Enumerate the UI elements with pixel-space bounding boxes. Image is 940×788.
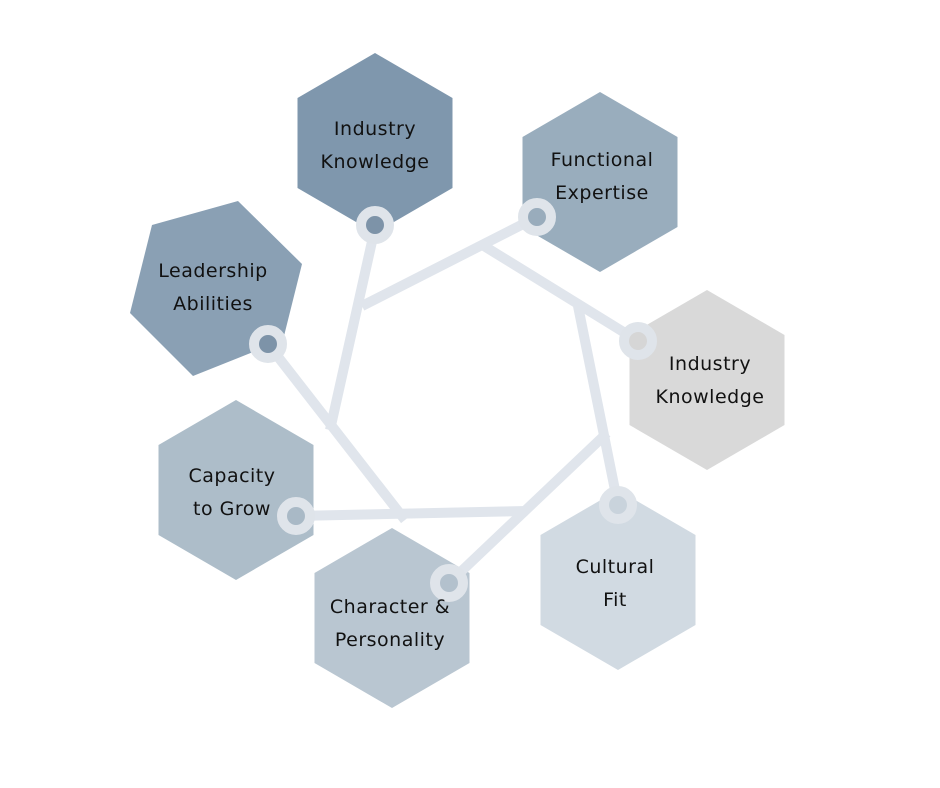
connector-lines (264, 212, 641, 587)
label-line: to Grow (193, 498, 271, 520)
label-line: Personality (335, 629, 445, 651)
label-character-personality: Character & Personality (330, 596, 450, 651)
label-line: Industry (669, 353, 751, 375)
label-line: Abilities (173, 293, 253, 315)
label-line: Fit (603, 589, 627, 611)
label-line: Cultural (576, 556, 655, 578)
node-ring-industry-knowledge-top (356, 206, 394, 244)
hexagon-capacity-to-grow (158, 400, 314, 580)
node-ring-leadership-abilities (249, 325, 287, 363)
hexagon-functional-expertise (522, 92, 678, 272)
connector-line (445, 429, 611, 587)
label-line: Leadership (158, 260, 267, 282)
hexagon-industry-knowledge-top (297, 53, 453, 233)
label-capacity-to-grow: Capacity to Grow (188, 465, 275, 520)
connector-line (264, 340, 409, 524)
node-ring-cultural-fit (599, 486, 637, 524)
hexagon-industry-knowledge-right (629, 290, 785, 470)
hexagon-cultural-fit (540, 490, 696, 670)
connector-line (295, 506, 528, 521)
connector-line (325, 226, 380, 432)
node-ring-character-personality (430, 564, 468, 602)
node-ring-capacity-to-grow (277, 497, 315, 535)
connector-line (573, 305, 623, 506)
label-line: Knowledge (656, 386, 765, 408)
node-ring-functional-expertise (518, 198, 556, 236)
hexagon-character-personality (314, 528, 470, 708)
label-line: Capacity (188, 465, 275, 487)
label-line: Functional (551, 149, 654, 171)
label-line: Industry (334, 118, 416, 140)
label-line: Expertise (555, 182, 649, 204)
connector-line (359, 212, 540, 311)
label-line: Character & (330, 596, 450, 618)
connector-line (481, 241, 641, 346)
label-line: Knowledge (321, 151, 430, 173)
node-ring-industry-knowledge-right (619, 322, 657, 360)
